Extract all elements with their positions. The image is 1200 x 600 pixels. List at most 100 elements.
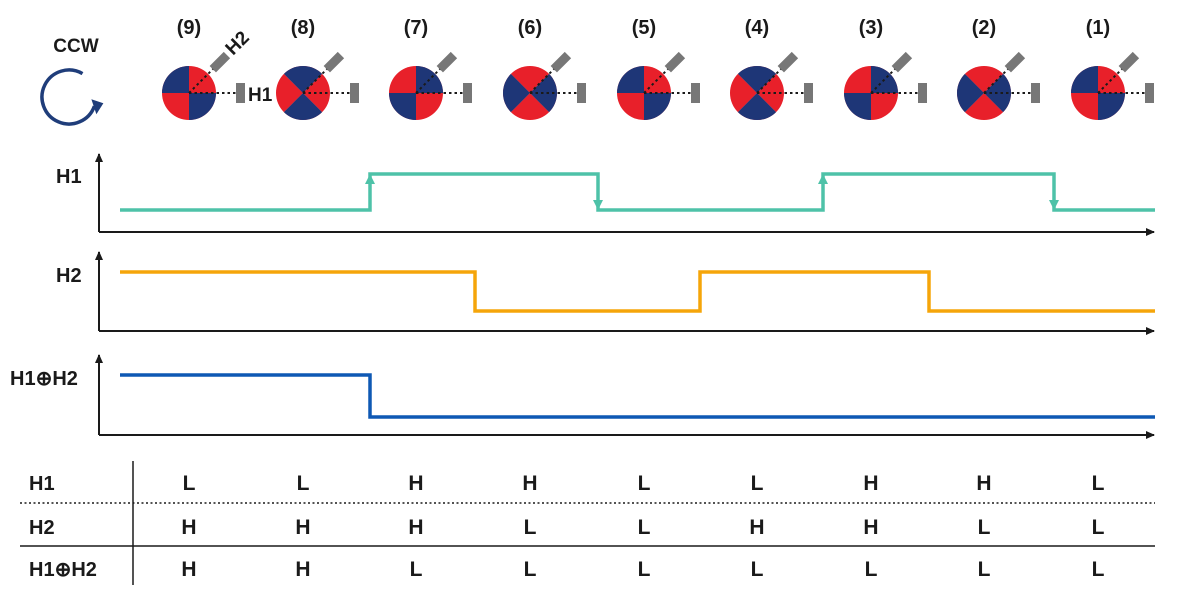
signal-waveform [120,172,1155,212]
rotor-pole [871,93,898,120]
table-cell: H [522,472,537,495]
rotor-pole [510,66,550,93]
rotor-pole [510,93,550,120]
table-cell: L [865,558,878,581]
rotor-pole [617,66,644,93]
rotor-pole [189,93,216,120]
table-cell: H [863,516,878,539]
rotor-pole [389,93,416,120]
rotor-pole [871,66,898,93]
table-cell: L [524,558,537,581]
table-cell: L [524,516,537,539]
h2-sensor-line [415,65,444,94]
ccw-arrow-icon [40,68,104,126]
rotor [162,51,245,120]
rotor-pole [844,93,871,120]
h2-sensor-line [529,65,558,94]
table-cell: H [863,472,878,495]
signal-waveform [120,270,1155,313]
rotor-pole [1071,66,1098,93]
signal-label: H2 [56,265,82,287]
signal-plot: H1 [56,153,1155,236]
h2-sensor [323,51,345,73]
rotor-pole [389,66,416,93]
rotor [957,51,1040,120]
rotor-pole [644,93,671,120]
table-cell: L [1092,516,1105,539]
table-cell: L [751,472,764,495]
rotor [503,51,586,120]
h1-sensor [577,83,586,103]
rotor-pole [416,66,443,93]
table-cell: H [976,472,991,495]
table-row-label: H2 [29,517,55,539]
rotor-pole [844,66,871,93]
table-cell: L [638,472,651,495]
table-row-label: H1 [29,473,55,495]
signal-label: H1 [56,166,82,188]
step-label: (2) [972,17,996,39]
step-label: (9) [177,17,201,39]
rotor [844,51,927,120]
table-cell: H [408,516,423,539]
step-label: (8) [291,17,315,39]
rotor-pole [964,93,1004,120]
step-label: (4) [745,17,769,39]
rotor [617,51,700,120]
table-cell: L [1092,472,1105,495]
step-label: (5) [632,17,656,39]
rotation-indicator: CCW [40,36,104,126]
h1-sensor [1145,83,1154,103]
rotor-pole [503,73,530,113]
step-label: (1) [1086,17,1110,39]
table-cell: H [181,558,196,581]
h2-sensor-line [643,65,672,94]
rotor-pole [189,66,216,93]
h1-sensor [463,83,472,103]
rotor [276,51,359,120]
rotor-pole [737,66,777,93]
signal-plot: H2 [56,251,1155,335]
h2-sensor [1004,51,1026,73]
table-cell: L [1092,558,1105,581]
table-cell: H [295,516,310,539]
h1-sensor-label: H1 [248,85,273,106]
rotor-pole [162,66,189,93]
h2-sensor [664,51,686,73]
table-cell: H [295,558,310,581]
h2-sensor-line [188,65,217,94]
rotor-pole [162,93,189,120]
rotor [1071,51,1154,120]
h1-sensor [918,83,927,103]
falling-edge-arrow-icon [593,200,603,210]
table-cell: L [638,558,651,581]
h2-sensor [436,51,458,73]
h2-sensor [1118,51,1140,73]
rising-edge-arrow-icon [365,174,375,184]
h1-sensor [804,83,813,103]
table-cell: L [978,558,991,581]
rotor-pole [730,73,757,113]
falling-edge-arrow-icon [1049,200,1059,210]
rotor-pole [276,73,303,113]
h1-sensor [236,83,245,103]
table-cell: L [978,516,991,539]
rotor-pole [964,66,1004,93]
h1-sensor [691,83,700,103]
h1-sensor [1031,83,1040,103]
h1-sensor [350,83,359,103]
rotor [730,51,813,120]
table-cell: H [181,516,196,539]
signal-plot: H1⊕H2 [10,354,1155,439]
h2-sensor-line [1097,65,1126,94]
ccw-label: CCW [53,36,98,57]
table-cell: L [410,558,423,581]
step-labels: (9)(8)(7)(6)(5)(4)(3)(2)(1) [177,17,1110,39]
rotor [389,51,472,120]
table-cell: L [183,472,196,495]
